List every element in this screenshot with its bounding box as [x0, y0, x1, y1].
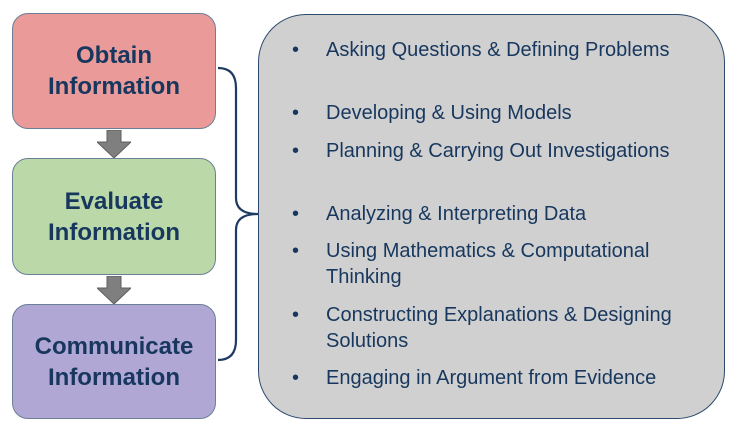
bullet-icon: •	[292, 304, 300, 326]
practice-text: Developing & Using Models	[326, 102, 572, 124]
down-arrow-icon	[97, 130, 131, 158]
practice-item: • Developing & Using Models	[292, 100, 692, 126]
obtain-label-line2: Information	[48, 73, 180, 100]
practice-item: • Analyzing & Interpreting Data	[292, 201, 692, 227]
practice-item: • Asking Questions & Defining Problems	[292, 37, 692, 63]
practice-item: • Using Mathematics & Computational Thin…	[292, 238, 692, 290]
bullet-icon: •	[292, 367, 300, 389]
evaluate-information-box: Evaluate Information	[12, 158, 216, 275]
communicate-information-box: Communicate Information	[12, 304, 216, 419]
obtain-information-box: Obtain Information	[12, 13, 216, 129]
communicate-label-line2: Information	[47, 363, 180, 391]
practice-text: Asking Questions & Defining Problems	[326, 39, 670, 61]
communicate-label-line1: Communicate	[34, 332, 194, 360]
curly-brace	[217, 66, 259, 362]
obtain-label-line1: Obtain	[76, 42, 152, 69]
practice-text: Engaging in Argument from Evidence	[326, 367, 657, 389]
practice-text: Constructing Explanations & Designing So…	[326, 304, 672, 352]
practice-item: • Constructing Explanations & Designing …	[292, 302, 692, 354]
practice-text: Planning & Carrying Out Investigations	[326, 140, 670, 162]
bullet-icon: •	[292, 102, 300, 124]
down-arrow-icon	[97, 276, 131, 304]
evaluate-label-line2: Information	[48, 218, 180, 246]
practices-panel: • Asking Questions & Defining Problems •…	[258, 14, 725, 419]
bullet-icon: •	[292, 140, 300, 162]
bullet-icon: •	[292, 240, 300, 262]
bullet-icon: •	[292, 203, 300, 225]
evaluate-label-line1: Evaluate	[64, 187, 164, 215]
practice-item: • Engaging in Argument from Evidence	[292, 365, 692, 391]
practice-text: Analyzing & Interpreting Data	[326, 203, 587, 225]
bullet-icon: •	[292, 39, 300, 61]
practice-item: • Planning & Carrying Out Investigations	[292, 138, 692, 164]
practice-text: Using Mathematics & Computational Thinki…	[326, 240, 650, 288]
